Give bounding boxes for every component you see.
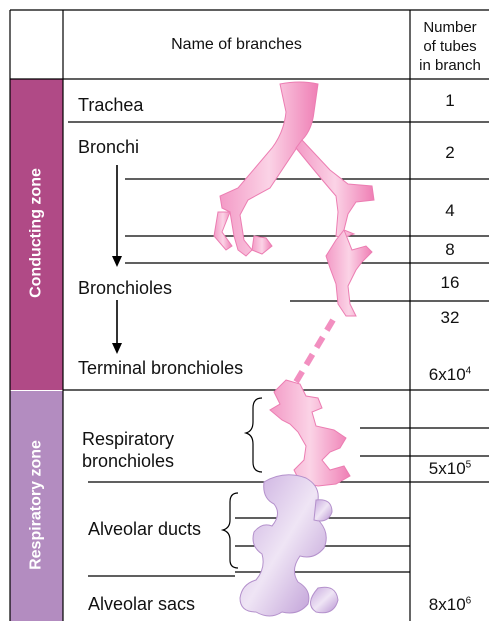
alveolar-ducts-bracket <box>223 493 238 568</box>
header-number-of-tubes: Number of tubes in branch <box>411 18 489 75</box>
conducting-zone-label: Conducting zone <box>28 167 46 300</box>
respiratory-bronchiole-illustration <box>270 380 350 486</box>
label-respiratory-line-2: bronchioles <box>82 450 174 472</box>
label-respiratory-line-1: Respiratory <box>82 428 174 450</box>
count-generation-2: 4 <box>411 201 489 221</box>
header-number-line-1: Number <box>411 18 489 37</box>
label-bronchi: Bronchi <box>78 136 139 158</box>
alveolar-illustration <box>240 475 338 616</box>
count-alveolar-sacs: 8x106 <box>411 595 489 615</box>
header-number-line-2: of tubes <box>411 37 489 56</box>
dashed-continuation <box>296 320 333 382</box>
label-bronchioles: Bronchioles <box>78 277 172 299</box>
count-generation-5: 32 <box>411 308 489 328</box>
respiratory-zone-label: Respiratory zone <box>28 434 46 577</box>
bronchi-to-bronchioles-arrow <box>112 165 122 267</box>
count-terminal-bronchioles: 6x104 <box>411 365 489 385</box>
header-branches: Name of branches <box>63 35 410 54</box>
label-respiratory-bronchioles: Respiratory bronchioles <box>82 428 174 472</box>
label-trachea: Trachea <box>78 94 143 116</box>
respiratory-bronchioles-bracket <box>246 398 262 472</box>
bronchioles-to-terminal-arrow <box>112 300 122 354</box>
count-trachea: 1 <box>411 91 489 111</box>
count-bronchi: 2 <box>411 143 489 163</box>
count-respiratory-bronchioles: 5x105 <box>411 459 489 479</box>
header-number-line-3: in branch <box>411 56 489 75</box>
bronchial-tree-illustration <box>214 82 374 316</box>
count-generation-3: 8 <box>411 240 489 260</box>
label-alveolar-ducts: Alveolar ducts <box>88 518 201 540</box>
label-terminal-bronchioles: Terminal bronchioles <box>78 357 243 379</box>
count-generation-4: 16 <box>411 273 489 293</box>
label-alveolar-sacs: Alveolar sacs <box>88 593 195 615</box>
